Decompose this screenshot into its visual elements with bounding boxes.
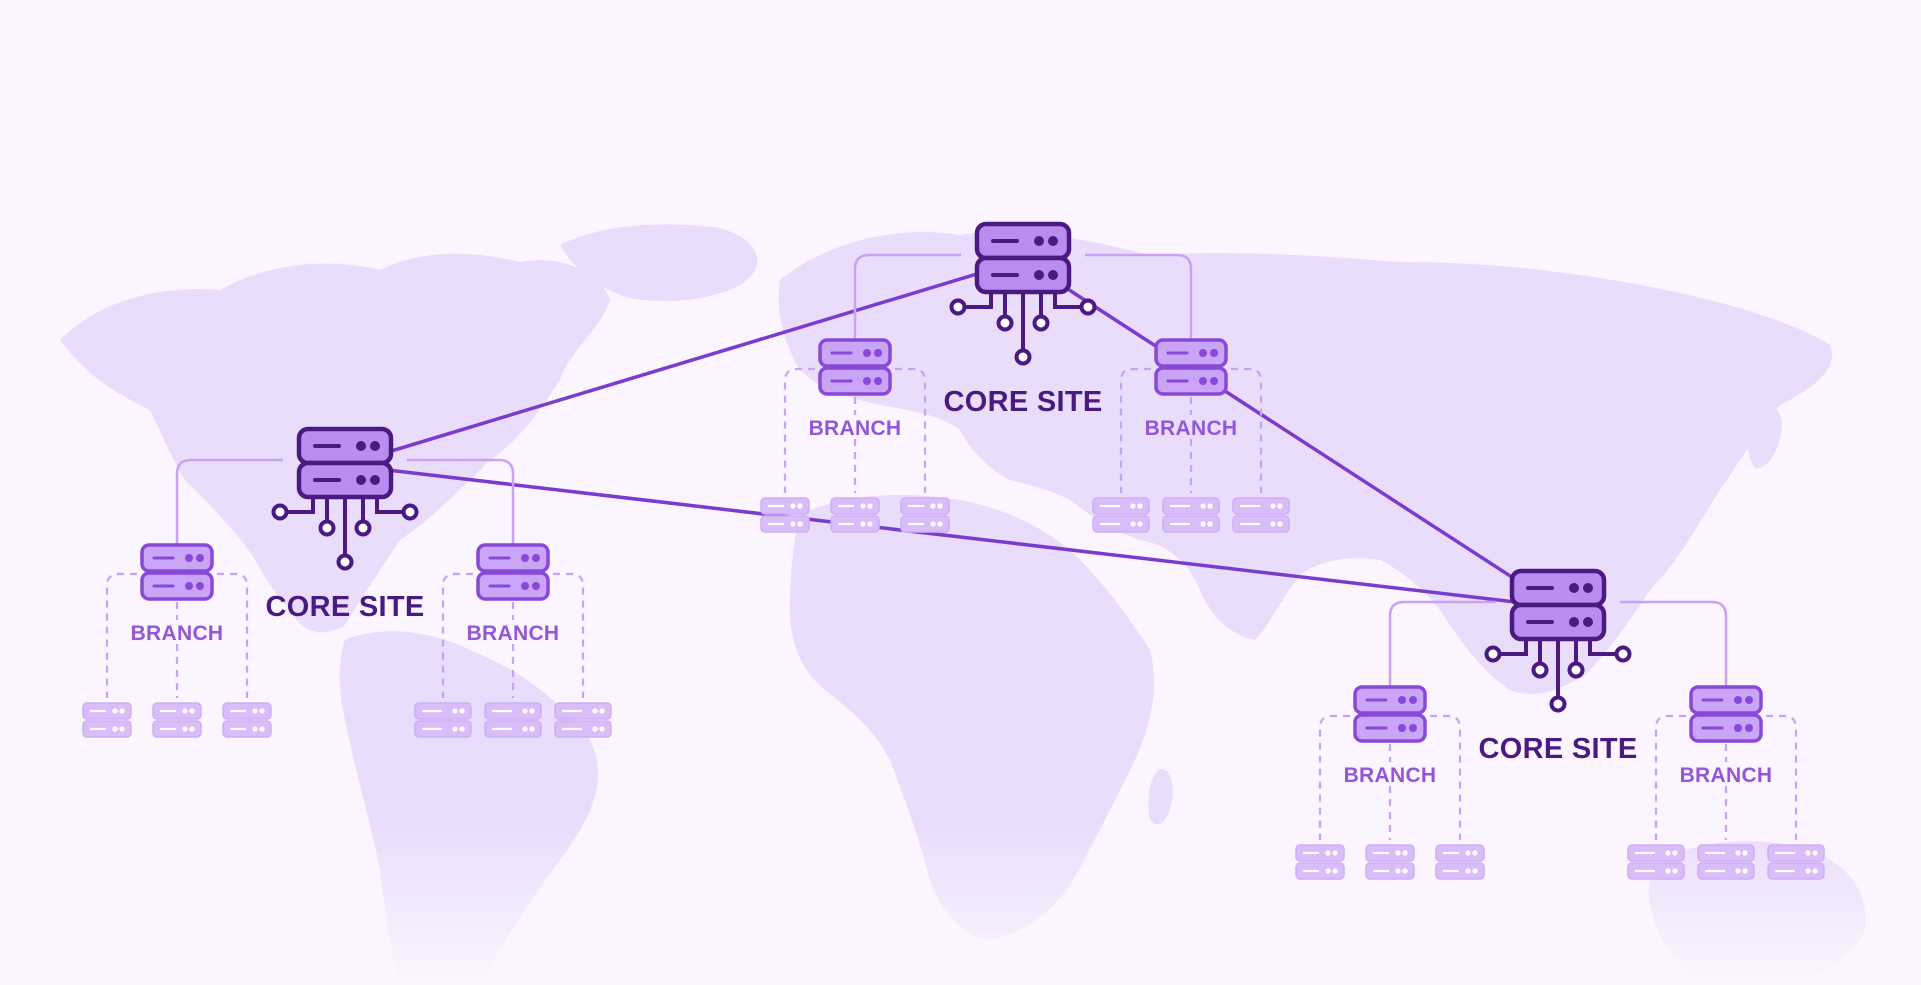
branch-leaf-connector (105, 572, 249, 698)
server-rack-icon (1154, 338, 1228, 396)
server-unit-icon (1295, 844, 1345, 880)
branch-leaf-connector (1119, 367, 1263, 493)
branch-label: BRANCH (1145, 417, 1238, 440)
server-unit-icon (1627, 844, 1685, 880)
branch-0-0: BRANCH (82, 458, 283, 738)
branch-label: BRANCH (809, 417, 902, 440)
sites-layer: BRANCH BRANCH CORE SITE BRANCH BRANCH CORE SI… (82, 221, 1825, 880)
core-link-0 (343, 258, 1025, 467)
core-links (343, 258, 1560, 609)
server-unit-icon (900, 497, 950, 533)
core-link-2 (1021, 258, 1560, 609)
server-rack-network-icon (949, 221, 1097, 366)
branch-1-1: BRANCH (1085, 253, 1290, 533)
branch-1-0: BRANCH (760, 253, 961, 533)
server-unit-icon (1697, 844, 1755, 880)
core-site-1: BRANCH BRANCH CORE SITE (760, 221, 1290, 533)
server-rack-network-icon (1484, 568, 1632, 713)
server-unit-icon (760, 497, 810, 533)
server-unit-icon (830, 497, 880, 533)
server-rack-icon (818, 338, 892, 396)
server-unit-icon (1232, 497, 1290, 533)
server-unit-icon (1435, 844, 1485, 880)
core-site-label: CORE SITE (944, 386, 1103, 418)
core-branch-connector (1085, 253, 1193, 339)
branch-leaf-connector (1318, 714, 1462, 840)
server-unit-icon (554, 702, 612, 738)
branch-2-1: BRANCH (1620, 600, 1825, 880)
core-site-2: BRANCH BRANCH CORE SITE (1295, 568, 1825, 880)
server-unit-icon (1162, 497, 1220, 533)
server-unit-icon (82, 702, 132, 738)
core-branch-connector (175, 458, 283, 544)
core-site-label: CORE SITE (1479, 733, 1638, 765)
server-unit-icon (414, 702, 472, 738)
core-branch-connector (1620, 600, 1728, 686)
server-unit-icon (1365, 844, 1415, 880)
core-link-1 (343, 463, 1560, 609)
branch-leaf-connector (441, 572, 585, 698)
server-rack-icon (1353, 685, 1427, 743)
branch-label: BRANCH (131, 622, 224, 645)
server-rack-icon (476, 543, 550, 601)
core-site-0: BRANCH BRANCH CORE SITE (82, 426, 612, 738)
server-unit-icon (484, 702, 542, 738)
server-unit-icon (222, 702, 272, 738)
core-branch-connector (407, 458, 515, 544)
continent-british-isles (850, 294, 891, 339)
server-unit-icon (1767, 844, 1825, 880)
branch-label: BRANCH (1680, 764, 1773, 787)
server-rack-network-icon (271, 426, 419, 571)
branch-label: BRANCH (1344, 764, 1437, 787)
continent-greenland (560, 224, 758, 302)
core-branch-connector (1388, 600, 1496, 686)
branch-label: BRANCH (467, 622, 560, 645)
branch-leaf-connector (1654, 714, 1798, 840)
map-fade (0, 820, 1921, 985)
branch-leaf-connector (783, 367, 927, 493)
core-site-label: CORE SITE (266, 591, 425, 623)
continent-japan (1747, 405, 1782, 469)
server-unit-icon (1092, 497, 1150, 533)
server-rack-icon (140, 543, 214, 601)
continent-madagascar (1148, 769, 1173, 825)
server-rack-icon (1689, 685, 1763, 743)
core-branch-connector (853, 253, 961, 339)
branch-2-0: BRANCH (1295, 600, 1496, 880)
server-unit-icon (152, 702, 202, 738)
branch-0-1: BRANCH (407, 458, 612, 738)
